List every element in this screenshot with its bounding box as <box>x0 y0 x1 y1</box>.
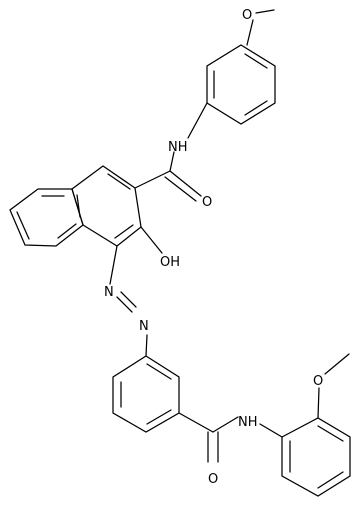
methoxy-top-oxygen-label: O <box>242 8 252 23</box>
amide2-oxygen-label: O <box>208 472 218 487</box>
methoxy-bottom-oxygen-label: O <box>313 374 323 389</box>
amide1-nh-label: NH <box>168 140 188 155</box>
azo-nitrogen-2-label: N <box>139 319 149 334</box>
amide2-nh-label: NH <box>238 415 258 430</box>
hydroxy-label: OH <box>160 255 180 270</box>
atom-labels: O NH O OH N N NH O O <box>104 8 323 487</box>
bond-lines <box>9 9 351 497</box>
azo-nitrogen-1-label: N <box>104 285 114 300</box>
amide1-oxygen-label: O <box>202 195 212 210</box>
